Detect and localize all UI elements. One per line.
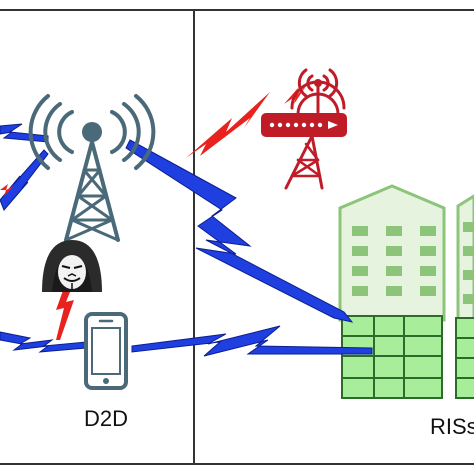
building-icon [456,194,474,332]
building-icon [338,184,446,322]
link-phone-to-ris [131,325,373,357]
jamming-signal [0,184,14,196]
smartphone-icon [84,312,128,390]
jamming-signal [56,282,74,340]
cell-tower-icon [28,94,156,242]
link-left-to-bs [0,123,49,143]
panel-frame [0,9,474,465]
link-bs-to-ris [125,139,354,323]
hacker-icon [42,240,102,292]
jammer-tower-icon [261,68,347,190]
ris-panel-icon [455,317,474,399]
ris-panel-icon [341,315,443,399]
link-left-to-bs-diagonal [0,149,49,211]
d2d-label: D2D [84,406,128,431]
link-left-to-phone [0,331,87,353]
jamming-signal [186,92,270,158]
ris-label: RISs [430,414,474,439]
